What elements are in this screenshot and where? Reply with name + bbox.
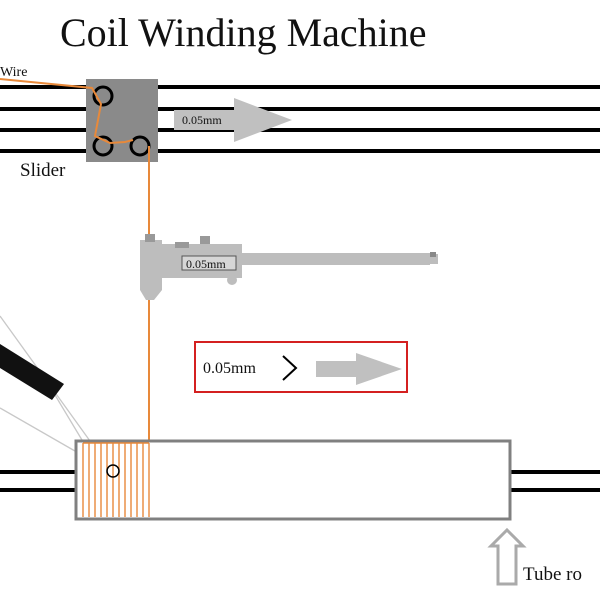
step-box-arrow-icon	[316, 353, 402, 385]
tube	[74, 439, 512, 521]
pulley-top	[92, 85, 114, 107]
focus-point	[106, 464, 120, 478]
slider-label: Slider	[20, 160, 66, 181]
caliper: 0.05mm	[140, 234, 438, 300]
slider-step-value: 0.05mm	[182, 113, 222, 127]
caliper-reading: 0.05mm	[186, 257, 226, 271]
slider-step-arrow: 0.05mm	[174, 98, 292, 142]
pulley-bottom-left	[92, 135, 114, 157]
wire-label: Wire	[0, 65, 27, 80]
diagram-title: Coil Winding Machine	[60, 10, 427, 55]
slider-block[interactable]	[86, 79, 158, 162]
tube-pointer-arrow	[487, 527, 527, 586]
coil-windings	[82, 442, 150, 517]
tube-label: Tube ro	[523, 564, 582, 585]
tool-holder	[0, 344, 64, 400]
step-box-value: 0.05mm	[203, 360, 256, 377]
step-box: 0.05mm	[194, 341, 408, 393]
step-box-chevron-icon	[282, 355, 298, 381]
